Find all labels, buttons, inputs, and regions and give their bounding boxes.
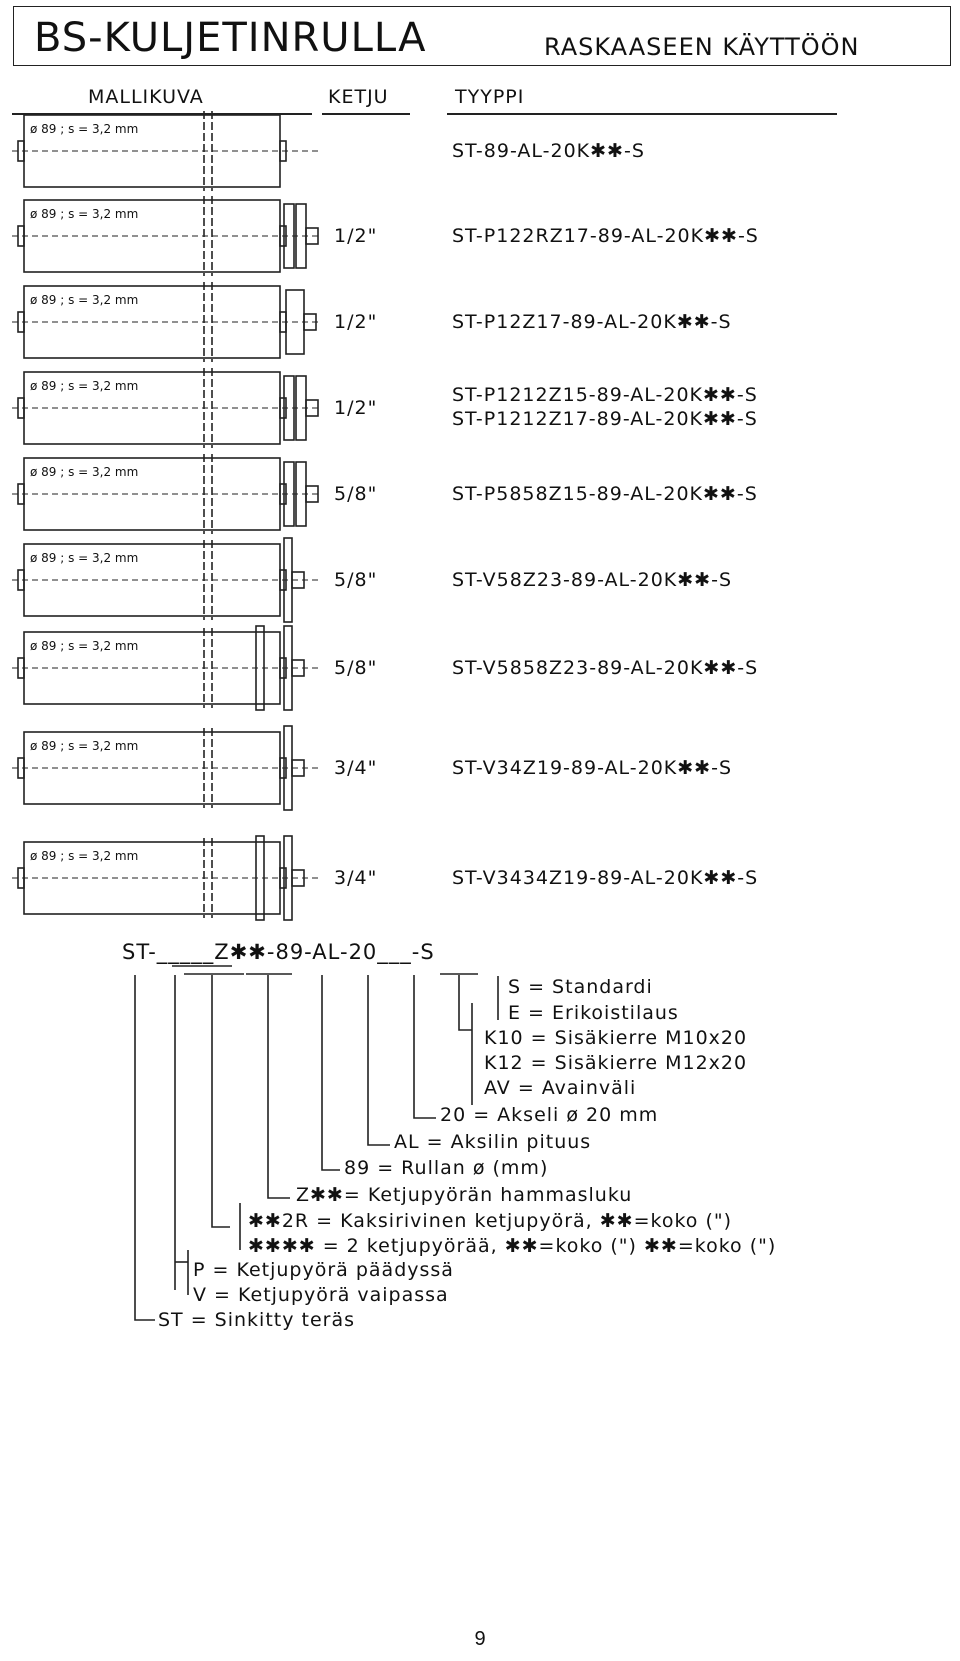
page-title: BS-KULJETINRULLA bbox=[34, 15, 427, 61]
axle-stub bbox=[303, 313, 317, 331]
type-code: ST-P5858Z15-89-AL-20K✱✱-S bbox=[452, 483, 758, 505]
column-header-type: TYYPPI bbox=[455, 86, 525, 108]
type-code: ST-89-AL-20K✱✱-S bbox=[452, 140, 645, 162]
sprocket bbox=[283, 203, 295, 269]
type-code: ST-V3434Z19-89-AL-20K✱✱-S bbox=[452, 867, 759, 889]
type-code: ST-V5858Z23-89-AL-20K✱✱-S bbox=[452, 657, 759, 679]
axle-end-left bbox=[17, 483, 25, 505]
legend-k10: K10 = Sisäkierre M10x20 bbox=[484, 1027, 748, 1049]
roller-dimension-label: ø 89 ; s = 3,2 mm bbox=[30, 379, 139, 393]
legend-teeth-count: Z✱✱= Ketjupyörän hammasluku bbox=[296, 1184, 633, 1206]
chain-size: 5/8" bbox=[334, 483, 378, 505]
legend-k12: K12 = Sisäkierre M12x20 bbox=[484, 1052, 748, 1074]
sprocket bbox=[283, 461, 295, 527]
roller-dimension-label: ø 89 ; s = 3,2 mm bbox=[30, 551, 139, 565]
page-number: 9 bbox=[474, 1628, 486, 1650]
axle-end-right bbox=[279, 657, 287, 679]
roller-dimension-label: ø 89 ; s = 3,2 mm bbox=[30, 207, 139, 221]
axle-stub bbox=[291, 869, 305, 887]
column-underline-chain bbox=[322, 113, 410, 115]
type-code: ST-P1212Z17-89-AL-20K✱✱-S bbox=[452, 408, 758, 430]
legend-double-row: ✱✱2R = Kaksirivinen ketjupyörä, ✱✱=koko … bbox=[248, 1210, 733, 1232]
chain-size: 3/4" bbox=[334, 867, 378, 889]
type-code: ST-P122RZ17-89-AL-20K✱✱-S bbox=[452, 225, 759, 247]
axle-end-left bbox=[17, 311, 25, 333]
axle-end-left bbox=[17, 867, 25, 889]
type-code: ST-V34Z19-89-AL-20K✱✱-S bbox=[452, 757, 733, 779]
axle-stub bbox=[305, 227, 319, 245]
roller-dimension-label: ø 89 ; s = 3,2 mm bbox=[30, 465, 139, 479]
legend-key-width: AV = Avainväli bbox=[484, 1077, 637, 1099]
axle-end-right bbox=[279, 140, 287, 162]
type-code: ST-P12Z17-89-AL-20K✱✱-S bbox=[452, 311, 732, 333]
axle-stub bbox=[291, 571, 305, 589]
roller-dimension-label: ø 89 ; s = 3,2 mm bbox=[30, 639, 139, 653]
axle-end-left bbox=[17, 397, 25, 419]
axle-end-right bbox=[279, 397, 287, 419]
legend-two-sprockets: ✱✱✱✱ = 2 ketjupyörää, ✱✱=koko (") ✱✱=kok… bbox=[248, 1235, 777, 1257]
chain-size: 1/2" bbox=[334, 311, 378, 333]
column-underline-picture bbox=[12, 113, 312, 115]
sprocket bbox=[255, 835, 265, 921]
type-code-template: ST-_____Z✱✱-89-AL-20___-S bbox=[122, 940, 435, 964]
legend-sprocket-shell: V = Ketjupyörä vaipassa bbox=[193, 1284, 449, 1306]
column-underline-type bbox=[447, 113, 837, 115]
page-subtitle: RASKAASEEN KÄYTTÖÖN bbox=[544, 33, 860, 61]
axle-stub bbox=[305, 485, 319, 503]
chain-size: 5/8" bbox=[334, 657, 378, 679]
axle-end-right bbox=[279, 867, 287, 889]
axle-end-right bbox=[279, 569, 287, 591]
axle-stub bbox=[291, 659, 305, 677]
roller-drawings bbox=[12, 111, 319, 921]
sprocket bbox=[283, 375, 295, 441]
legend-sprocket-end: P = Ketjupyörä päädyssä bbox=[193, 1259, 454, 1281]
code-breakdown-lines bbox=[134, 965, 499, 1321]
axle-stub bbox=[305, 399, 319, 417]
roller-dimension-label: ø 89 ; s = 3,2 mm bbox=[30, 849, 139, 863]
axle-end-right bbox=[279, 483, 287, 505]
axle-end-right bbox=[279, 757, 287, 779]
type-code: ST-V58Z23-89-AL-20K✱✱-S bbox=[452, 569, 733, 591]
axle-end-left bbox=[17, 657, 25, 679]
axle-end-left bbox=[17, 569, 25, 591]
roller-dimension-label: ø 89 ; s = 3,2 mm bbox=[30, 739, 139, 753]
roller-dimension-label: ø 89 ; s = 3,2 mm bbox=[30, 293, 139, 307]
chain-size: 3/4" bbox=[334, 757, 378, 779]
legend-roller-diameter: 89 = Rullan ø (mm) bbox=[344, 1157, 549, 1179]
sprocket bbox=[255, 625, 265, 711]
legend-galvanized-steel: ST = Sinkitty teräs bbox=[158, 1309, 356, 1331]
axle-end-right bbox=[279, 225, 287, 247]
type-code: ST-P1212Z15-89-AL-20K✱✱-S bbox=[452, 384, 758, 406]
column-header-chain: KETJU bbox=[328, 86, 389, 108]
chain-size: 1/2" bbox=[334, 225, 378, 247]
roller-dimension-label: ø 89 ; s = 3,2 mm bbox=[30, 122, 139, 136]
axle-end-left bbox=[17, 757, 25, 779]
chain-size: 1/2" bbox=[334, 397, 378, 419]
header-box: BS-KULJETINRULLA RASKAASEEN KÄYTTÖÖN bbox=[13, 6, 951, 66]
chain-size: 5/8" bbox=[334, 569, 378, 591]
axle-end-left bbox=[17, 140, 25, 162]
axle-end-left bbox=[17, 225, 25, 247]
legend-standard: S = Standardi bbox=[508, 976, 653, 998]
legend-special-order: E = Erikoistilaus bbox=[508, 1002, 679, 1024]
legend-axle: 20 = Akseli ø 20 mm bbox=[440, 1104, 659, 1126]
legend-axle-length: AL = Aksilin pituus bbox=[394, 1131, 592, 1153]
axle-stub bbox=[291, 759, 305, 777]
column-header-picture: MALLIKUVA bbox=[88, 86, 204, 108]
